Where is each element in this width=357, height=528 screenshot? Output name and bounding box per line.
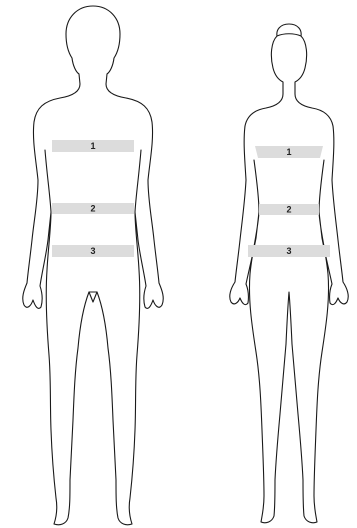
male-left-arm-inner-line (45, 150, 51, 212)
female-band-2-label: 2 (286, 205, 291, 215)
female-left-arm-inner-line (254, 160, 259, 212)
female-band-1: 1 (255, 146, 323, 158)
female-hair-bun-line (277, 34, 301, 36)
male-figure (23, 6, 163, 525)
male-band-1-label: 1 (90, 141, 95, 151)
female-band-1-label: 1 (286, 147, 291, 157)
male-band-2-label: 2 (90, 204, 95, 214)
female-right-arm-inner-line (319, 160, 324, 212)
male-band-1: 1 (52, 140, 134, 152)
male-right-arm-inner-line (135, 150, 141, 212)
female-figure (230, 24, 348, 523)
male-body-outline (23, 6, 163, 525)
male-band-3-label: 3 (90, 246, 95, 256)
female-band-3-label: 3 (286, 246, 291, 256)
male-band-3: 3 (52, 245, 134, 257)
female-body-outline (230, 24, 348, 523)
male-crotch-line (89, 292, 97, 302)
female-band-3: 3 (248, 245, 330, 257)
female-band-2: 2 (259, 204, 319, 215)
male-band-2: 2 (52, 203, 134, 214)
